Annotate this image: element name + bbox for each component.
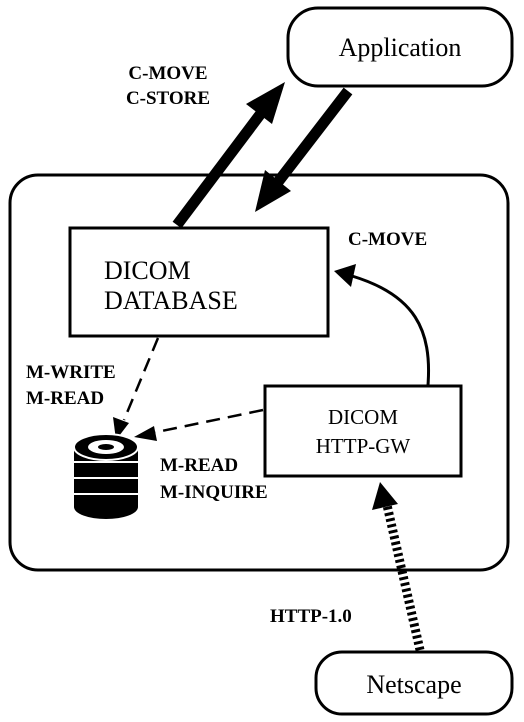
netscape-node: Netscape	[314, 650, 514, 716]
db-to-app-label: C-MOVE C-STORE	[126, 63, 210, 109]
db-to-disk-label-line1: M-WRITE	[26, 362, 116, 383]
dicom-database-label-line1: DICOM	[104, 256, 191, 285]
server-boundary	[8, 173, 510, 572]
database-cylinder-icon	[73, 433, 139, 519]
db-to-app-label-line1: C-MOVE	[128, 63, 207, 84]
application-label: Application	[339, 33, 462, 62]
application-to-db-arrow	[255, 87, 353, 212]
dicom-database-label-line2: DATABASE	[104, 286, 238, 315]
gw-to-disk-label-line1: M-READ	[160, 455, 238, 476]
db-to-application-arrow	[172, 82, 285, 229]
gw-to-disk-label-line2: M-INQUIRE	[160, 482, 268, 503]
dicom-http-gw-label-line2: HTTP-GW	[316, 434, 411, 458]
gw-to-db-label: C-MOVE	[348, 229, 427, 250]
db-to-disk-label-line2: M-READ	[26, 388, 104, 409]
db-to-disk-label: M-WRITE M-READ	[26, 362, 116, 409]
netscape-to-gw-label: HTTP-1.0	[270, 606, 352, 627]
dicom-http-gw-label-line1: DICOM	[328, 405, 398, 429]
gw-to-disk-arrow	[134, 408, 264, 441]
db-to-app-label-line2: C-STORE	[126, 88, 210, 109]
netscape-to-gw-arrow	[372, 482, 425, 651]
db-to-disk-arrow	[113, 337, 160, 440]
gw-to-disk-label: M-READ M-INQUIRE	[160, 455, 268, 503]
dicom-http-gw-node: DICOM HTTP-GW	[263, 384, 463, 478]
dicom-database-node: DICOM DATABASE	[68, 226, 330, 338]
application-node: Application	[286, 6, 514, 88]
netscape-label: Netscape	[366, 670, 461, 699]
gw-to-db-arrow	[334, 264, 431, 386]
